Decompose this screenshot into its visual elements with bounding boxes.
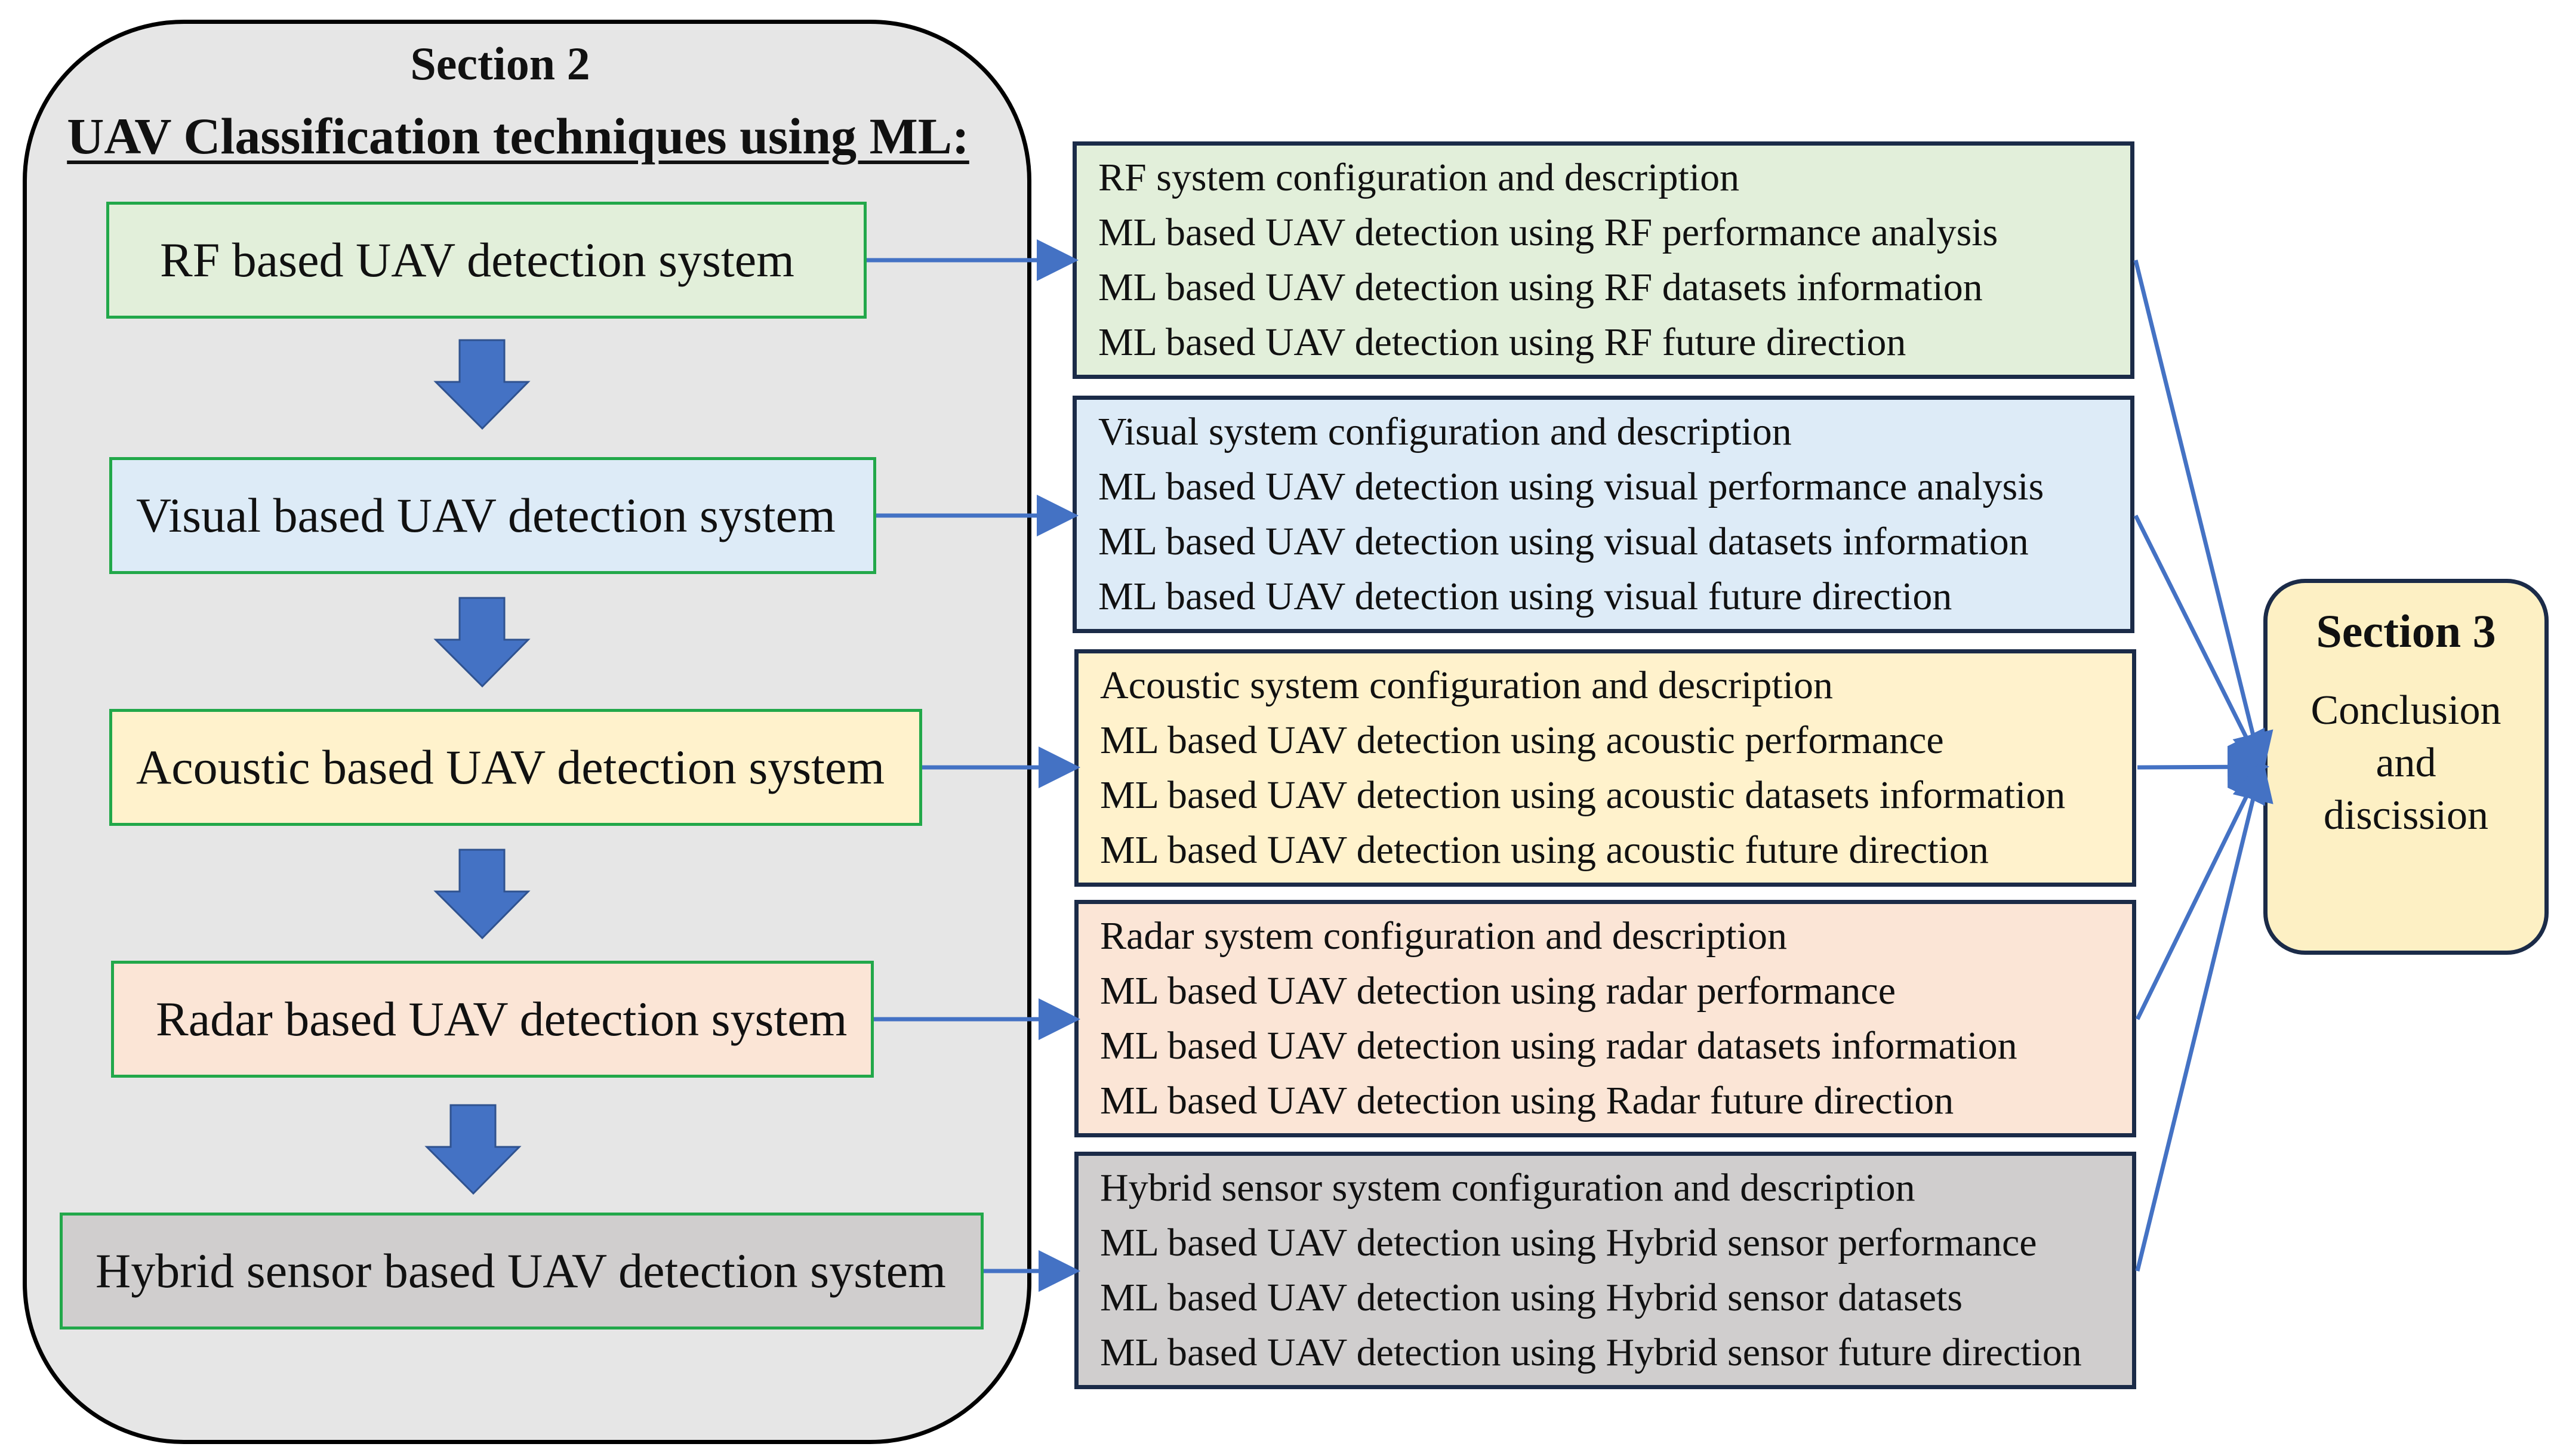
detail-line: ML based UAV detection using visual perf… (1098, 464, 2044, 508)
detail-line: ML based UAV detection using visual data… (1098, 519, 2029, 563)
detail-line: ML based UAV detection using radar perfo… (1100, 968, 1896, 1013)
detail-line: ML based UAV detection using RF performa… (1098, 210, 1998, 254)
down-arrow-1 (433, 339, 531, 430)
detail-line: Visual system configuration and descript… (1098, 409, 1792, 454)
detail-line: ML based UAV detection using Radar futur… (1100, 1078, 1954, 1122)
detail-line: ML based UAV detection using RF datasets… (1098, 265, 1983, 309)
detail-line: ML based UAV detection using Hybrid sens… (1100, 1275, 1963, 1319)
radar-to-section3-arrow (2135, 759, 2265, 1020)
detail-line: ML based UAV detection using acoustic fu… (1100, 828, 1989, 872)
detail-line: Hybrid sensor system configuration and d… (1100, 1165, 1915, 1210)
hybrid-system-box: Hybrid sensor based UAV detection system (60, 1213, 984, 1329)
detail-line: ML based UAV detection using RF future d… (1098, 320, 1906, 364)
section3-line: and (2376, 740, 2436, 786)
radar-system-box: Radar based UAV detection system (111, 961, 874, 1078)
visual-system-label: Visual based UAV detection system (136, 488, 836, 542)
visual-details-box: Visual system configuration and descript… (1073, 396, 2134, 633)
hybrid-details-box: Hybrid sensor system configuration and d… (1074, 1152, 2136, 1389)
detail-line: RF system configuration and description (1098, 155, 1740, 199)
down-arrow-3 (433, 849, 531, 940)
detail-line: ML based UAV detection using visual futu… (1098, 574, 1952, 618)
hybrid-system-label: Hybrid sensor based UAV detection system (95, 1244, 946, 1298)
section3-line: Conclusion (2310, 687, 2501, 733)
section3-body: Conclusion and discission (2268, 684, 2544, 842)
detail-line: ML based UAV detection using Hybrid sens… (1100, 1330, 2082, 1374)
rf-system-label: RF based UAV detection system (160, 233, 794, 287)
down-arrow-2 (433, 597, 531, 688)
detail-line: ML based UAV detection using Hybrid sens… (1100, 1220, 2037, 1264)
section3-title: Section 3 (2316, 605, 2496, 657)
detail-line: Acoustic system configuration and descri… (1100, 663, 1834, 707)
hybrid-to-section3-arrow (2135, 758, 2273, 1272)
section3-box: Section 3 Conclusion and discission (2263, 579, 2549, 955)
acoustic-system-box: Acoustic based UAV detection system (109, 709, 922, 826)
radar-details-box: Radar system configuration and descripti… (1074, 900, 2136, 1137)
detail-line: ML based UAV detection using acoustic da… (1100, 773, 2066, 817)
section3-line: discission (2323, 792, 2489, 838)
rf-details-box: RF system configuration and description … (1073, 141, 2134, 379)
rf-system-box: RF based UAV detection system (106, 202, 867, 319)
down-arrow-4 (424, 1104, 522, 1195)
section2-subtitle: UAV Classification techniques using ML: (67, 107, 969, 165)
visual-to-section3-arrow (2133, 514, 2265, 775)
rf-to-section3-arrow (2133, 260, 2273, 775)
detail-line: ML based UAV detection using radar datas… (1100, 1023, 2017, 1068)
visual-system-box: Visual based UAV detection system (109, 457, 876, 574)
detail-line: Radar system configuration and descripti… (1100, 914, 1788, 958)
acoustic-system-label: Acoustic based UAV detection system (136, 740, 885, 794)
radar-system-label: Radar based UAV detection system (156, 992, 848, 1046)
detail-line: ML based UAV detection using acoustic pe… (1100, 718, 1944, 762)
section2-title: Section 2 (410, 38, 590, 90)
acoustic-details-box: Acoustic system configuration and descri… (1074, 649, 2136, 887)
